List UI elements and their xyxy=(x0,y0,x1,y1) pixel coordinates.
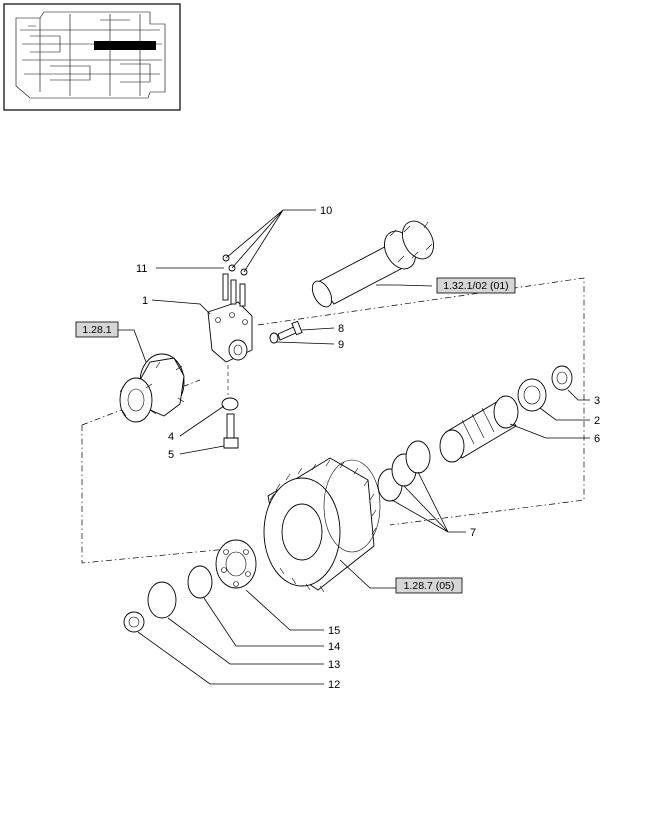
callout-5: 5 xyxy=(168,449,174,461)
callout-13: 13 xyxy=(328,659,340,671)
pins-and-balls xyxy=(222,254,248,307)
locator-thumbnail xyxy=(3,3,181,111)
reference-box-1-32-1[interactable]: 1.32.1/02 (01) xyxy=(436,277,516,294)
bearing-group-right xyxy=(439,365,573,463)
callout-8: 8 xyxy=(338,323,344,335)
reference-box-1-28-1[interactable]: 1.28.1 xyxy=(75,321,119,338)
callout-10: 10 xyxy=(320,205,332,217)
svg-text:1.28.1: 1.28.1 xyxy=(82,324,111,336)
circlips-and-needle-bearing xyxy=(123,565,213,633)
svg-text:1.28.7 (05): 1.28.7 (05) xyxy=(404,580,455,592)
support-bracket xyxy=(207,301,253,395)
reference-box-1-28-7[interactable]: 1.28.7 (05) xyxy=(395,577,463,594)
leader-lines xyxy=(118,209,590,685)
gear-left xyxy=(119,353,185,423)
callout-9: 9 xyxy=(338,339,344,351)
callout-12: 12 xyxy=(328,679,340,691)
callout-1: 1 xyxy=(142,295,148,307)
callout-14: 14 xyxy=(328,641,340,653)
callout-6: 6 xyxy=(594,433,600,445)
ball-bearing xyxy=(215,539,257,589)
snap-rings xyxy=(377,440,431,502)
callout-7: 7 xyxy=(470,527,476,539)
callout-3: 3 xyxy=(594,395,600,407)
svg-text:1.32.1/02 (01): 1.32.1/02 (01) xyxy=(443,280,508,292)
locator-highlight xyxy=(94,41,156,50)
callout-11: 11 xyxy=(136,263,147,275)
callout-15: 15 xyxy=(328,625,340,637)
callout-2: 2 xyxy=(594,415,600,427)
screw-and-washer xyxy=(269,320,303,344)
callout-4: 4 xyxy=(168,431,174,443)
clutch-drum xyxy=(263,457,381,593)
oring-and-bolt xyxy=(221,397,239,449)
shaft-assembly xyxy=(311,220,434,308)
